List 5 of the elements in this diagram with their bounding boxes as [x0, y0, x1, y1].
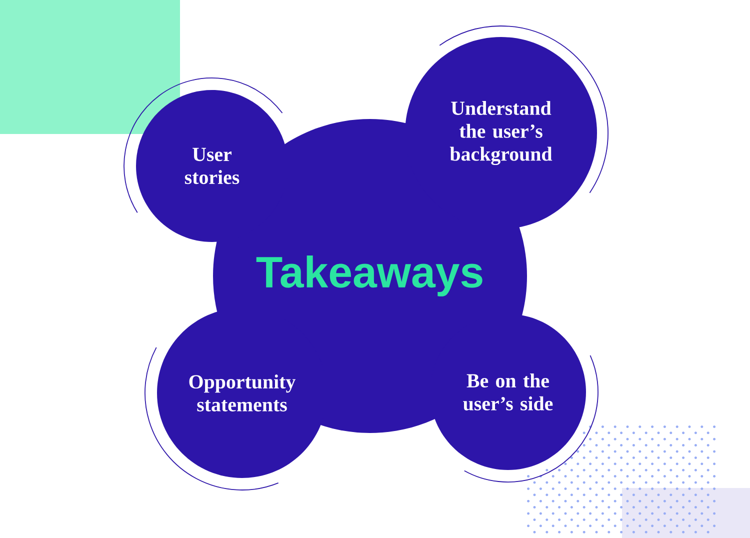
bubble: Understand the user’s background: [405, 37, 597, 229]
bubble: User stories: [136, 90, 288, 242]
bubble: Opportunity statements: [157, 308, 327, 478]
node-label: Takeaways: [256, 256, 482, 296]
bubble: Be on the user’s side: [430, 314, 586, 470]
